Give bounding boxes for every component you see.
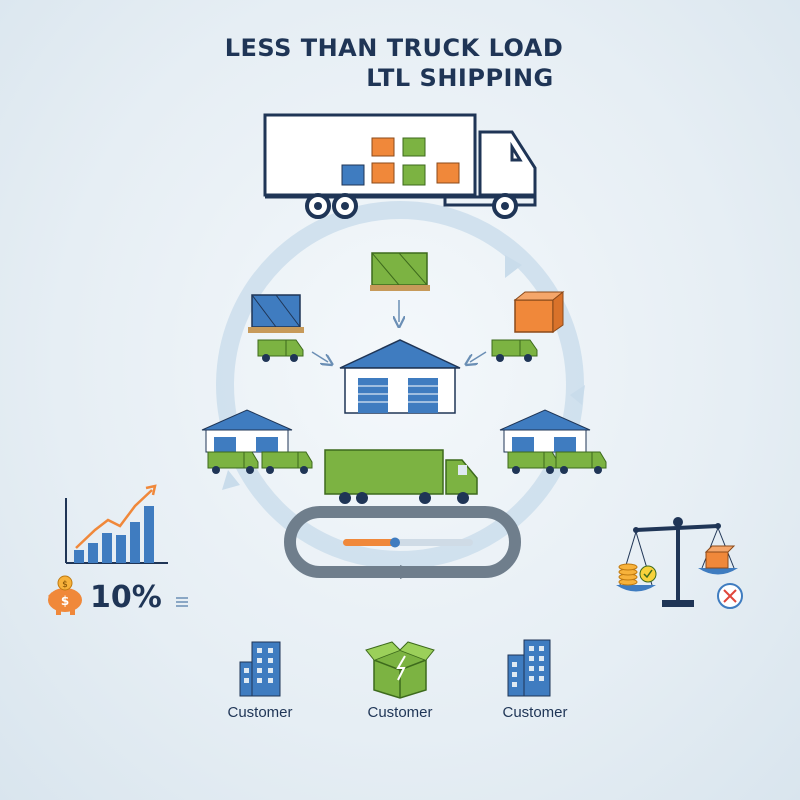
right-warehouse-icon xyxy=(499,409,607,474)
office-building-icon xyxy=(239,641,281,697)
equals-icon xyxy=(176,597,188,607)
savings-percent: 10% xyxy=(90,580,162,615)
title-line-1: LESS THAN TRUCK LOAD xyxy=(224,34,564,62)
left-warehouse-icon xyxy=(201,409,313,474)
svg-text:$: $ xyxy=(62,580,68,590)
clock-cancel-icon xyxy=(717,583,743,609)
customer-label: Customer xyxy=(502,704,568,721)
cycle-ring xyxy=(216,201,585,569)
svg-text:$: $ xyxy=(61,594,69,608)
orange-box-icon xyxy=(513,290,565,333)
progress-bar xyxy=(343,537,473,548)
customer-label: Customer xyxy=(227,704,293,721)
office-building-icon xyxy=(507,639,551,697)
title-line-2: LTL SHIPPING xyxy=(366,64,554,92)
road-loop xyxy=(284,506,521,579)
delivery-van-icon xyxy=(257,339,328,362)
growth-chart-icon xyxy=(65,484,168,564)
delivery-van-icon xyxy=(470,339,538,362)
balance-scale-icon xyxy=(616,517,738,607)
green-semi-truck-icon xyxy=(324,449,478,504)
green-crate-icon xyxy=(370,252,430,322)
piggy-bank-dollar-icon: $ $ xyxy=(48,575,82,615)
customer-label: Customer xyxy=(367,704,433,721)
central-warehouse-icon xyxy=(339,339,461,414)
blue-crate-icon xyxy=(248,294,304,333)
ltl-truck-icon xyxy=(263,113,537,219)
delivered-box-icon xyxy=(365,641,435,699)
